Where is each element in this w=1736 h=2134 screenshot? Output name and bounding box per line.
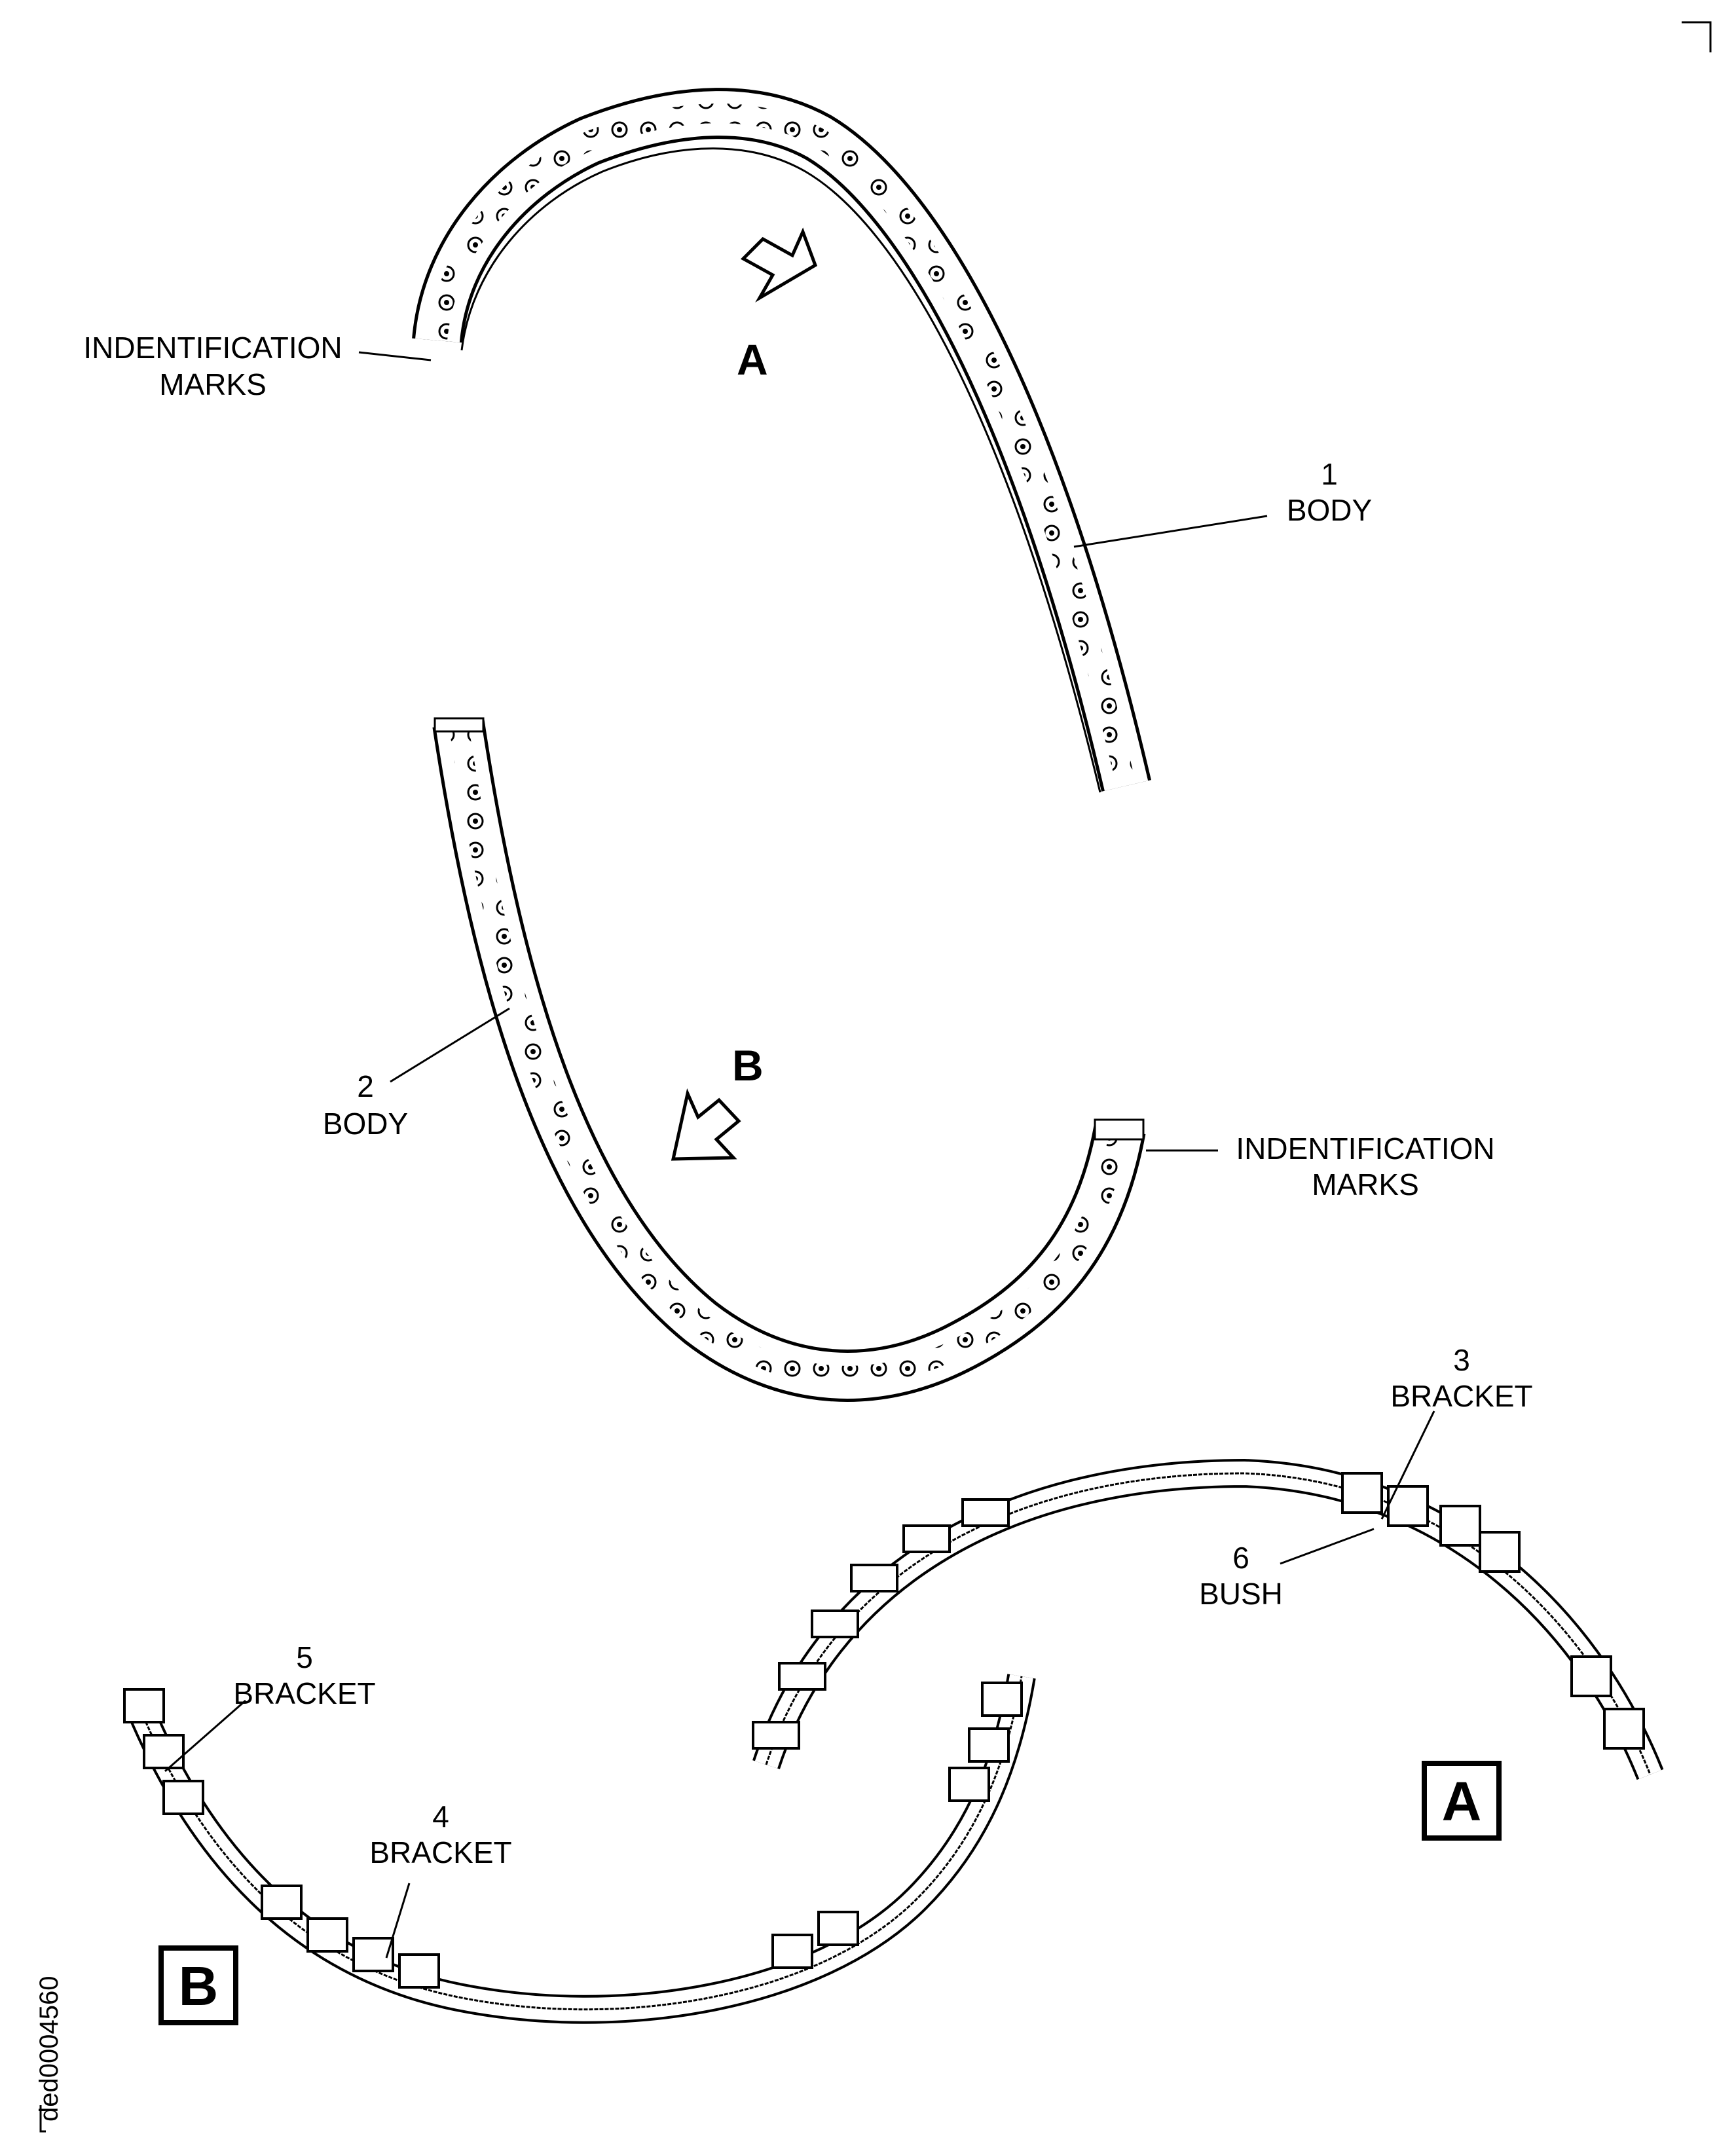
label-body-2-name: BODY [323,1107,408,1141]
label-ident-mid: INDENTIFICATION MARKS [1236,1131,1494,1202]
detail-box-b: B [158,1945,238,2025]
detail-box-b-letter: B [179,1955,219,2017]
label-bracket-5: 5 BRACKET [233,1640,375,1710]
label-bush-6-name: BUSH [1199,1577,1283,1611]
view-arrow-a-letter: A [737,335,768,384]
label-body-1: 1 BODY [1287,457,1372,527]
label-ident-mid-line1: INDENTIFICATION [1236,1131,1494,1166]
leader-lines [164,351,1435,1959]
label-ident-top: INDENTIFICATION MARKS [83,331,342,401]
label-ident-top-line2: MARKS [159,367,267,401]
label-bracket-4-number: 4 [432,1799,449,1833]
detail-box-a-letter: A [1442,1771,1482,1832]
detail-b-assembly [123,1674,1036,2024]
label-bracket-3-name: BRACKET [1390,1379,1532,1413]
label-body-2-number: 2 [357,1069,374,1103]
label-body-2: 2 BODY [323,1069,408,1141]
label-bracket-4: 4 BRACKET [369,1799,511,1869]
view-arrow-a: A [737,227,818,384]
label-body-1-number: 1 [1321,457,1338,491]
label-bracket-5-name: BRACKET [233,1676,375,1710]
drawing-code-text: ded0004560 [35,1976,64,2122]
body-1-ring [412,88,1151,793]
label-bracket-3: 3 BRACKET [1390,1343,1532,1413]
label-bracket-3-number: 3 [1453,1343,1470,1377]
body-2-ring [432,717,1146,1402]
label-bush-6-number: 6 [1232,1541,1249,1575]
label-ident-mid-line2: MARKS [1312,1168,1419,1202]
drawing-code: ded0004560 [35,1976,64,2133]
label-bracket-5-number: 5 [296,1640,313,1674]
detail-a-assembly [752,1458,1664,1780]
label-bush-6: 6 BUSH [1199,1541,1283,1611]
label-bracket-4-name: BRACKET [369,1835,511,1869]
corner-mark [1682,21,1712,52]
detail-box-a: A [1422,1761,1502,1841]
view-arrow-b-letter: B [732,1041,764,1090]
label-body-1-name: BODY [1287,493,1372,527]
view-arrow-b: B [671,1041,764,1161]
label-ident-top-line1: INDENTIFICATION [83,331,342,365]
